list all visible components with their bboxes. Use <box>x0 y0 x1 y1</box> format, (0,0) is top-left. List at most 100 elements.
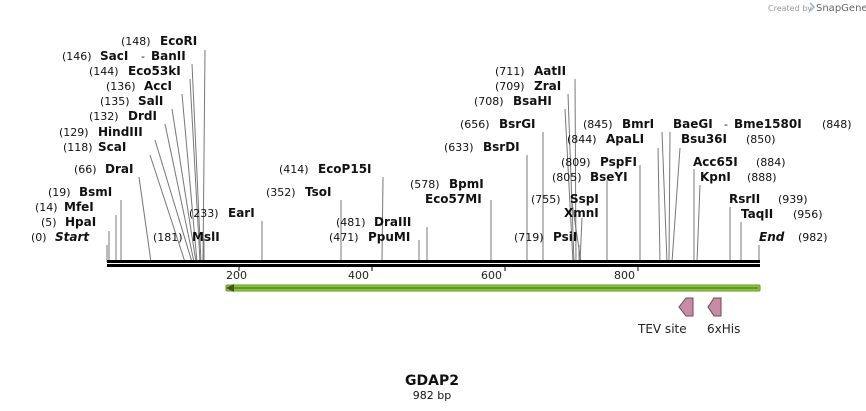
leader-drdi <box>164 123 195 263</box>
site-bseyi[interactable]: (805) BseYI <box>552 170 628 184</box>
site-apali[interactable]: (844) ApaLI <box>567 132 644 146</box>
site-name: Eco57MI <box>425 192 482 206</box>
site-pos: (711) <box>495 65 525 78</box>
site-bmri[interactable]: (845) BmrI <box>583 117 654 131</box>
leader-sali <box>171 108 197 263</box>
leader-sspi <box>570 195 582 263</box>
site-hpai[interactable]: (5) HpaI <box>41 215 96 229</box>
leader-ecop15i <box>381 176 384 263</box>
site-name: SacI <box>100 49 128 63</box>
site-acci[interactable]: (136) AccI <box>106 79 172 93</box>
site-saci-banii[interactable]: (146) SacI - BanII <box>62 49 186 63</box>
site-pos: (939) <box>778 193 808 206</box>
site-rsrii[interactable]: RsrII (939) <box>729 192 808 206</box>
site-name: RsrII <box>729 192 760 206</box>
site-name: EcoP15I <box>318 162 372 176</box>
site-separator: - <box>724 118 728 131</box>
site-pos: (708) <box>474 95 504 108</box>
sequence-title: GDAP2 <box>405 373 459 389</box>
leader-apali <box>657 147 661 263</box>
site-name: PpuMI <box>368 230 410 244</box>
site-psii[interactable]: (719) PsiI <box>514 230 577 244</box>
site-drai[interactable]: (66) DraI <box>74 162 133 176</box>
site-sali[interactable]: (135) SalI <box>100 94 163 108</box>
site-name: EarI <box>228 206 255 220</box>
site-xmni[interactable]: XmnI <box>564 206 599 220</box>
site-name: MfeI <box>64 200 94 214</box>
site-name: DraIII <box>374 215 411 229</box>
site-name-2: BanII <box>151 49 186 63</box>
feature-label-tev-site: TEV site <box>637 322 687 336</box>
ruler-label-800: 800 <box>614 269 635 282</box>
site-pos: (844) <box>567 133 597 146</box>
leader-aatii <box>574 78 577 263</box>
site-pos: (14) <box>35 201 58 214</box>
site-pos: (850) <box>746 133 776 146</box>
site-name: BaeGI <box>673 117 713 131</box>
ruler-label-400: 400 <box>348 269 369 282</box>
site-pos: (755) <box>531 193 561 206</box>
site-sspi[interactable]: (755) SspI <box>531 192 599 206</box>
site-bsahi[interactable]: (708) BsaHI <box>474 94 552 108</box>
leader-eco53ki <box>189 78 201 263</box>
site-name: HindIII <box>98 125 143 139</box>
site-name: BsrDI <box>483 140 520 154</box>
site-bsrgi[interactable]: (656) BsrGI <box>460 117 536 131</box>
site-hindiii[interactable]: (129) HindIII <box>59 125 143 139</box>
site-name: SalI <box>138 94 163 108</box>
site-eari[interactable]: (233) EarI <box>189 206 255 220</box>
end-label: End <box>759 230 785 244</box>
site-msli[interactable]: (181) MslI <box>153 230 220 244</box>
site-draiii[interactable]: (481) DraIII <box>336 215 411 229</box>
site-bsmi[interactable]: (19) BsmI <box>48 185 112 199</box>
start-marker: (0) Start <box>31 230 90 244</box>
site-eco53ki[interactable]: (144) Eco53kI <box>89 64 181 78</box>
orf-arrow[interactable] <box>225 284 761 292</box>
site-name: Eco53kI <box>128 64 181 78</box>
end-marker: End (982) <box>759 230 828 244</box>
site-name: EcoRI <box>160 34 197 48</box>
site-bsu36i[interactable]: Bsu36I (850) <box>681 132 776 146</box>
site-pos: (709) <box>495 80 525 93</box>
site-name: BpmI <box>449 177 484 191</box>
site-name: SspI <box>570 192 599 206</box>
site-ecori[interactable]: (148) EcoRI <box>121 34 197 48</box>
site-name: BsmI <box>79 185 112 199</box>
start-pos: (0) <box>31 231 47 244</box>
site-bsrdi[interactable]: (633) BsrDI <box>444 140 520 154</box>
ruler-label-600: 600 <box>481 269 502 282</box>
site-tsoi[interactable]: (352) TsoI <box>266 185 331 199</box>
site-pspfi[interactable]: (809) PspFI <box>561 155 637 169</box>
site-pos: (805) <box>552 171 582 184</box>
site-pos: (884) <box>756 156 786 169</box>
site-name: KpnI <box>700 170 731 184</box>
end-pos: (982) <box>798 231 828 244</box>
site-mfei[interactable]: (14) MfeI <box>35 200 94 214</box>
site-ecop15i[interactable]: (414) EcoP15I <box>279 162 372 176</box>
site-eco57mi[interactable]: Eco57MI <box>425 192 482 206</box>
site-name-2: Bme1580I <box>734 117 802 131</box>
site-taqii[interactable]: TaqII (956) <box>741 207 823 221</box>
credit-prefix: Created by <box>768 4 812 13</box>
site-pos: (129) <box>59 126 89 139</box>
site-name: DrdI <box>128 109 157 123</box>
site-pos: (233) <box>189 207 219 220</box>
site-drdi[interactable]: (132) DrdI <box>89 109 157 123</box>
site-name: PsiI <box>553 230 577 244</box>
site-pos: (414) <box>279 163 309 176</box>
site-name: ZraI <box>534 79 561 93</box>
site-aatii[interactable]: (711) AatII <box>495 64 566 78</box>
site-pos: (352) <box>266 186 296 199</box>
site-name: BsrGI <box>499 117 536 131</box>
site-baegi-bme1580i[interactable]: BaeGI - Bme1580I (848) <box>673 117 852 131</box>
site-bpmi[interactable]: (578) BpmI <box>410 177 484 191</box>
site-acc65i[interactable]: Acc65I (884) <box>693 155 786 169</box>
feature-6xhis[interactable]: 6xHis <box>707 297 740 336</box>
leader-baegi <box>668 131 671 263</box>
feature-tev-site[interactable]: TEV site <box>637 297 694 336</box>
site-kpni[interactable]: KpnI (888) <box>700 170 777 184</box>
site-scai[interactable]: (118) ScaI <box>63 140 126 154</box>
site-ppumi[interactable]: (471) PpuMI <box>329 230 410 244</box>
site-zrai[interactable]: (709) ZraI <box>495 79 561 93</box>
site-pos: (181) <box>153 231 183 244</box>
